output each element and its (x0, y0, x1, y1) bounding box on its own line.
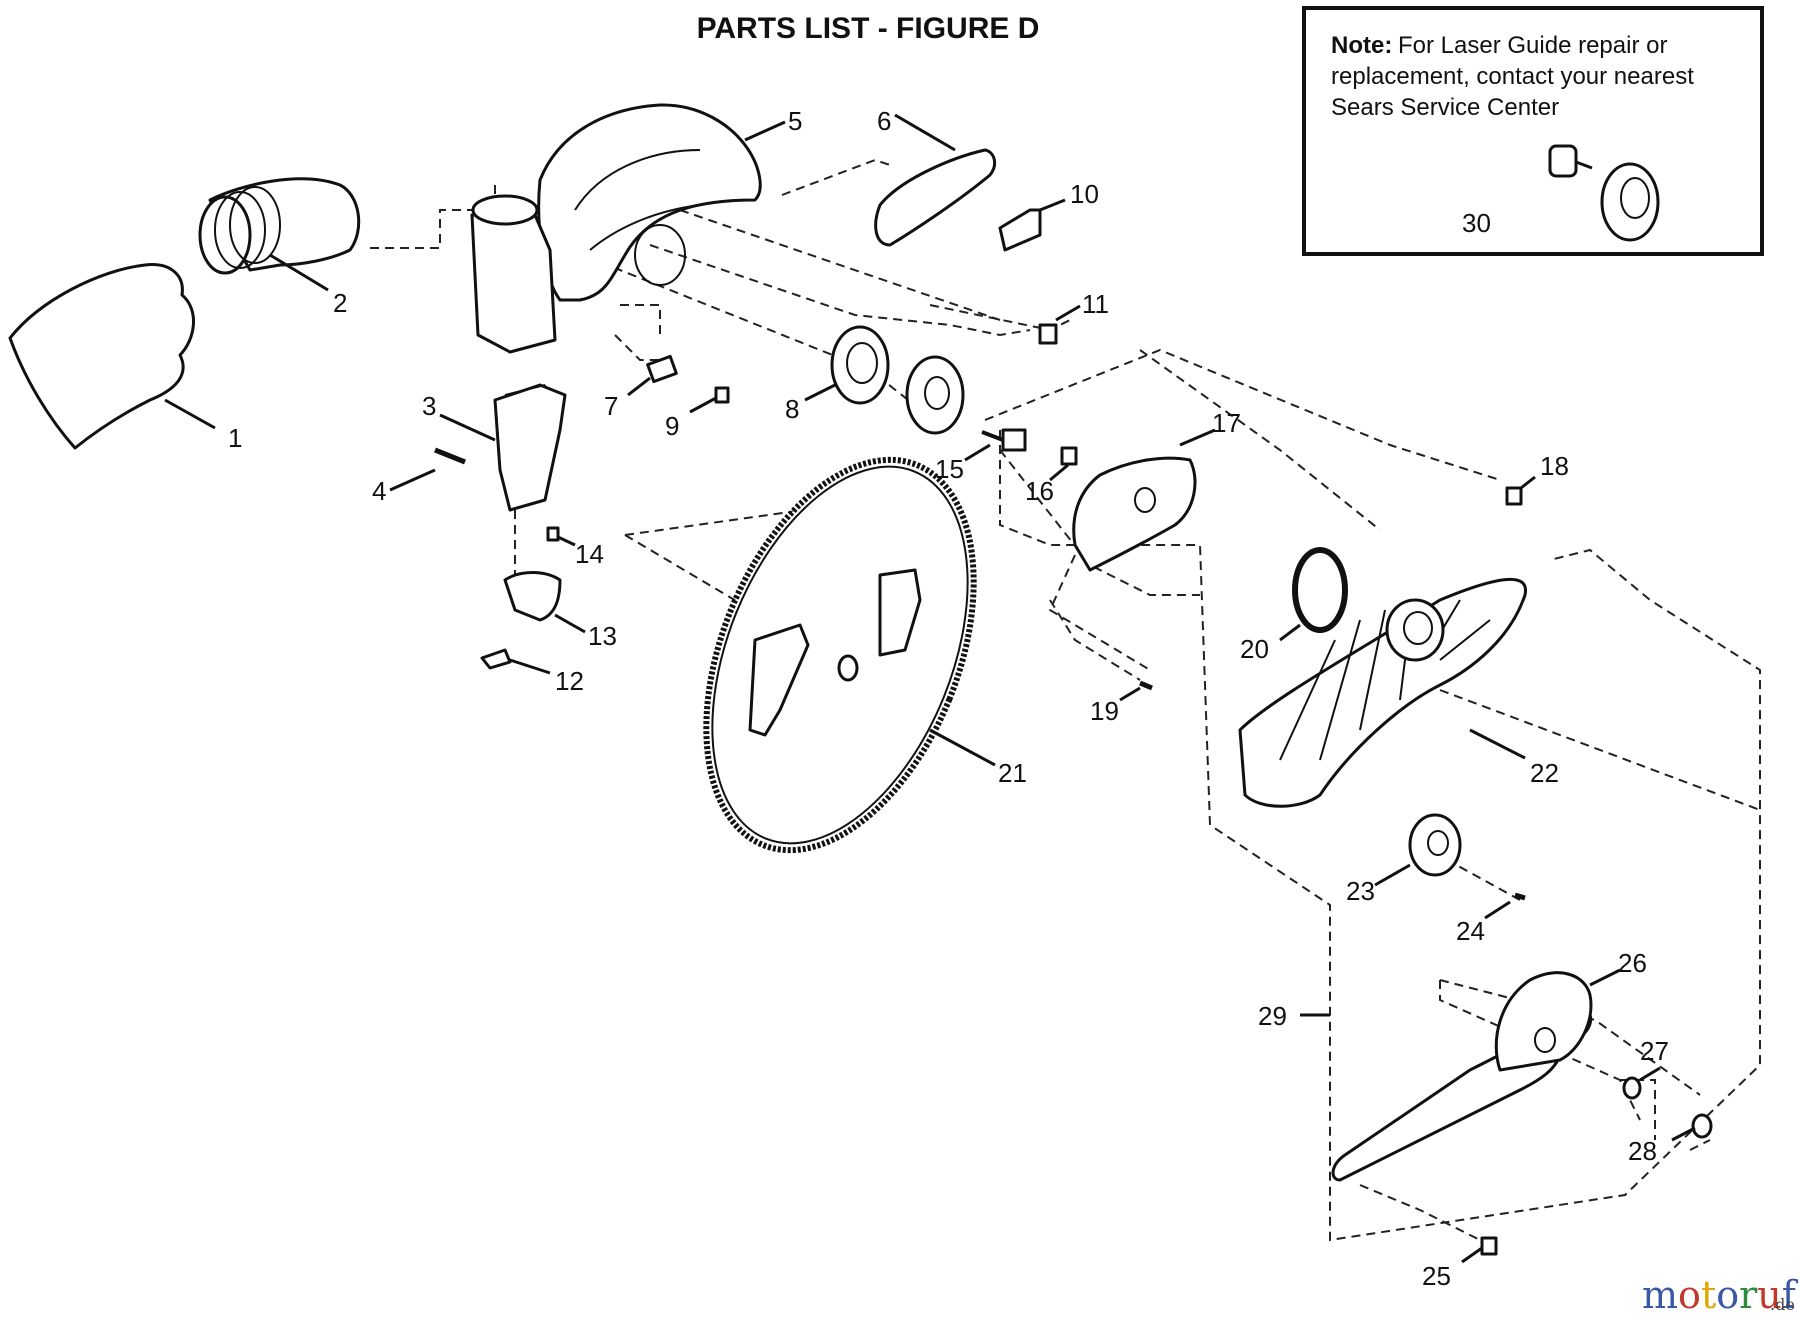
chute-adapter (439, 383, 567, 512)
callout-10: 10 (1070, 179, 1099, 209)
inner-flange (905, 355, 965, 435)
guard-roller (1374, 813, 1462, 887)
callout-11: 11 (1082, 289, 1109, 319)
callout-8: 8 (785, 394, 799, 424)
screw-9 (689, 386, 730, 414)
callout-7: 7 (604, 391, 618, 421)
watermark-text: motoruf (1642, 1273, 1799, 1317)
pin-19 (1119, 680, 1153, 702)
callout-4: 4 (372, 476, 386, 506)
callout-29: 29 (1258, 1001, 1287, 1031)
note-box: Note: For Laser Guide repair or replacem… (1302, 6, 1764, 256)
guard-label (998, 198, 1066, 252)
callout-27: 27 (1640, 1036, 1669, 1066)
arbor-bolt (964, 428, 1027, 462)
callout-24: 24 (1456, 916, 1485, 946)
callout-22: 22 (1530, 758, 1559, 788)
page-title: PARTS LIST - FIGURE D (697, 12, 1040, 45)
callout-5: 5 (788, 106, 802, 136)
note-line-3: Sears Service Center (1331, 94, 1559, 121)
callout-23: 23 (1346, 876, 1375, 906)
laser-guide-screw (1548, 144, 1593, 178)
callout-9: 9 (665, 411, 679, 441)
callout-17: 17 (1212, 408, 1241, 438)
elbow-hose (198, 177, 361, 292)
callout-21: 21 (998, 758, 1027, 788)
callout-25: 25 (1422, 1261, 1451, 1291)
callout-19: 19 (1090, 696, 1119, 726)
guard-handle (874, 113, 997, 247)
callout-14: 14 (575, 539, 604, 569)
retaining-ring (1279, 547, 1348, 642)
upper-blade-guard (537, 103, 786, 302)
note-line-1: For Laser Guide repair or (1398, 32, 1667, 59)
washer-27 (1622, 1066, 1661, 1100)
screw-16 (1049, 446, 1078, 482)
callout-12: 12 (555, 666, 584, 696)
callout-labels: 1 2 3 4 5 6 7 8 9 10 11 12 13 14 15 16 1… (228, 106, 1669, 1291)
callout-6: 6 (877, 106, 891, 136)
callout-1: 1 (228, 423, 242, 453)
callout-15: 15 (935, 454, 964, 484)
chute-clip (480, 648, 551, 675)
dust-bag (8, 263, 216, 450)
pin-4 (389, 447, 466, 492)
screw-25 (1461, 1236, 1498, 1264)
lower-blade-guard (1238, 577, 1527, 808)
callout-20: 20 (1240, 634, 1269, 664)
callout-3: 3 (422, 391, 436, 421)
screw-28 (1671, 1113, 1713, 1142)
saw-blade (703, 456, 996, 854)
callout-16: 16 (1025, 476, 1054, 506)
callout-28: 28 (1628, 1136, 1657, 1166)
screw-18 (1505, 475, 1536, 506)
outer-flange (804, 325, 890, 405)
clip-7 (627, 354, 678, 397)
screw-11 (1038, 304, 1081, 345)
callout-18: 18 (1540, 451, 1569, 481)
link-arm (1331, 968, 1621, 1182)
watermark-suffix: .de (1770, 1295, 1795, 1314)
dust-chute (470, 194, 557, 354)
screw-14 (546, 526, 576, 547)
chute-tip (503, 571, 586, 634)
callout-26: 26 (1618, 948, 1647, 978)
note-label: Note: (1331, 32, 1392, 59)
cover-plate (1072, 428, 1216, 572)
assembly-dash-lines (370, 158, 1761, 1242)
laser-guide-wheel (1600, 162, 1660, 242)
pin-24 (1484, 892, 1526, 920)
callout-2: 2 (333, 288, 347, 318)
note-line-2: replacement, contact your nearest (1331, 63, 1694, 90)
watermark-logo: motoruf .de (1642, 1273, 1799, 1317)
callout-30: 30 (1462, 208, 1491, 238)
callout-13: 13 (588, 621, 617, 651)
